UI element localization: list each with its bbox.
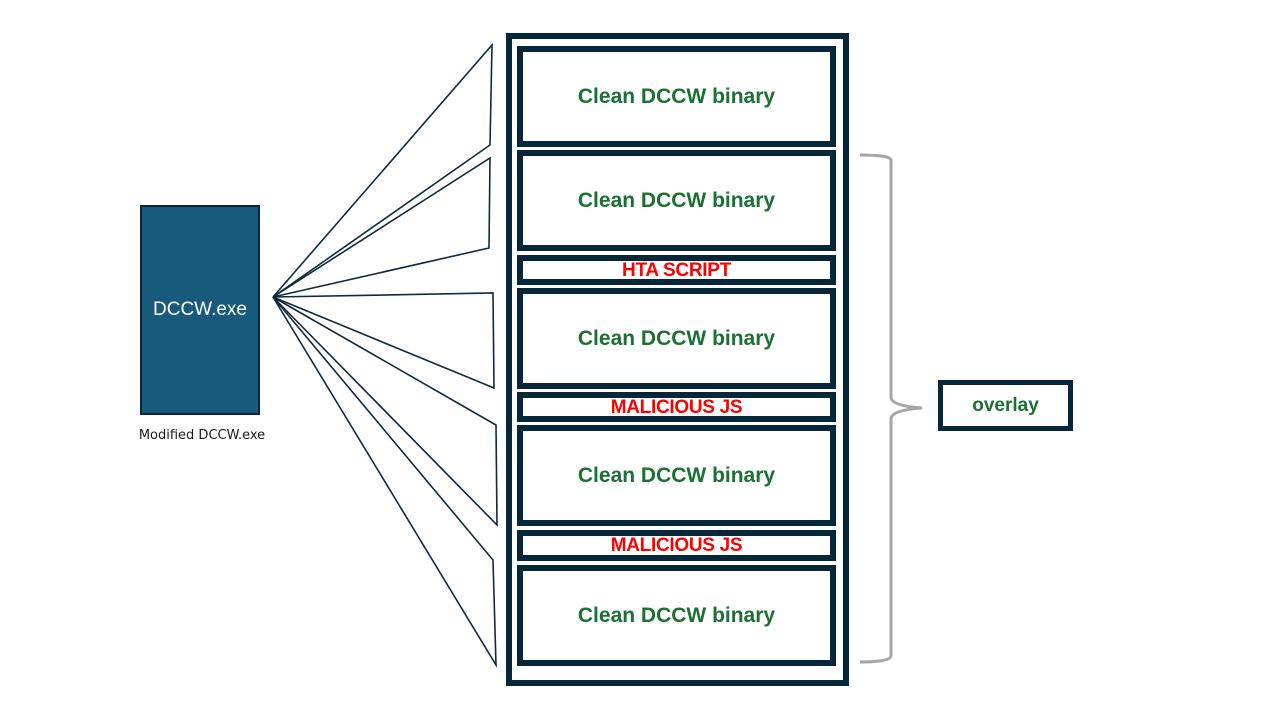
- fan-triangle-2: [272, 156, 491, 298]
- overlay-label-box: overlay: [938, 380, 1073, 431]
- fan-triangle-3: [272, 292, 495, 390]
- exe-label: DCCW.exe: [153, 299, 247, 320]
- fan-triangle-4: [272, 296, 498, 527]
- exe-caption: Modified DCCW.exe: [138, 428, 266, 443]
- curly-brace-icon: [859, 153, 923, 664]
- segment-clean-binary: Clean DCCW binary: [517, 288, 836, 389]
- overlay-label: overlay: [972, 394, 1039, 416]
- fan-triangle-1: [272, 42, 493, 298]
- segment-clean-binary: Clean DCCW binary: [517, 425, 836, 526]
- segment-clean-binary: Clean DCCW binary: [517, 46, 836, 147]
- segment-clean-binary: Clean DCCW binary: [517, 565, 836, 666]
- segment-hta-script: HTA SCRIPT: [517, 255, 836, 285]
- segment-malicious-js: MALICIOUS JS: [517, 530, 836, 561]
- segment-clean-binary: Clean DCCW binary: [517, 150, 836, 251]
- segment-malicious-js: MALICIOUS JS: [517, 392, 836, 422]
- dccw-exe-box: DCCW.exe: [140, 205, 260, 415]
- fan-triangle-5: [272, 296, 497, 669]
